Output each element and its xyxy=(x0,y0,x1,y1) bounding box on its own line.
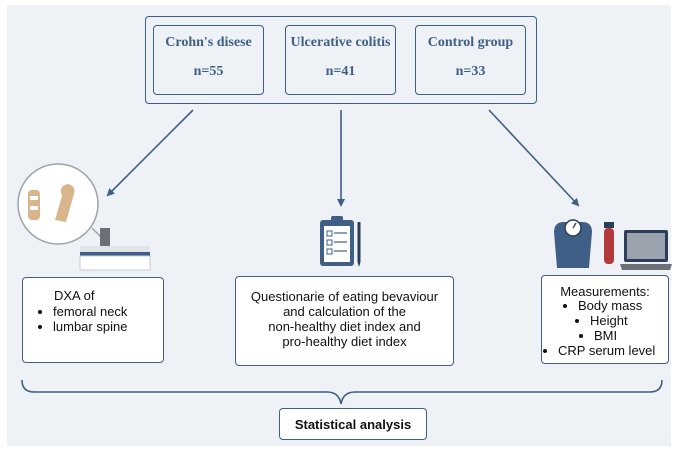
dxa-box: DXA of femoral neck lumbar spine xyxy=(22,277,164,363)
measurements-list: Body mass Height BMI CRP serum level xyxy=(542,298,673,358)
dxa-list: femoral neck lumbar spine xyxy=(23,304,127,334)
measurement-item: Height xyxy=(590,313,673,328)
questionnaire-line: non-healthy diet index and xyxy=(268,319,421,334)
questionnaire-line: pro-healthy diet index xyxy=(282,334,407,349)
arrow-to-measurements xyxy=(488,109,580,207)
group-control: Control group n=33 xyxy=(415,25,526,95)
questionnaire-line: and calculation of the xyxy=(283,304,406,319)
statistical-analysis-label: Statistical analysis xyxy=(294,416,412,432)
arrow-to-dxa xyxy=(106,109,194,197)
measurements-title: Measurements: xyxy=(560,284,650,299)
measurement-item: Body mass xyxy=(578,298,673,313)
bone-densitometer-icon xyxy=(17,163,151,271)
group-name: Crohn's disese xyxy=(165,35,252,50)
group-count: n=33 xyxy=(455,64,486,79)
group-count: n=41 xyxy=(325,64,356,79)
measurements-box: Measurements: Body mass Height BMI CRP s… xyxy=(541,275,669,364)
group-ulcerative-colitis: Ulcerative colitis n=41 xyxy=(285,25,396,95)
laptop-icon xyxy=(620,230,672,270)
questionnaire-line: Questionarie of eating bevaviour xyxy=(250,289,439,304)
blood-tube-icon xyxy=(604,222,614,264)
statistical-analysis-box: Statistical analysis xyxy=(279,408,427,440)
dxa-title: DXA of xyxy=(54,288,95,303)
bracket xyxy=(21,379,663,405)
measurement-item: BMI xyxy=(594,328,673,343)
measurement-item: CRP serum level xyxy=(558,343,673,358)
group-crohns: Crohn's disese n=55 xyxy=(153,25,264,95)
group-count: n=55 xyxy=(193,64,224,79)
group-name: Control group xyxy=(427,35,514,50)
clipboard-checklist-icon xyxy=(320,216,361,267)
group-name: Ulcerative colitis xyxy=(290,35,391,50)
scale-icon xyxy=(554,219,592,268)
dxa-item: femoral neck xyxy=(53,304,127,319)
dxa-item: lumbar spine xyxy=(53,319,127,334)
questionnaire-box: Questionarie of eating bevaviour and cal… xyxy=(235,276,454,366)
